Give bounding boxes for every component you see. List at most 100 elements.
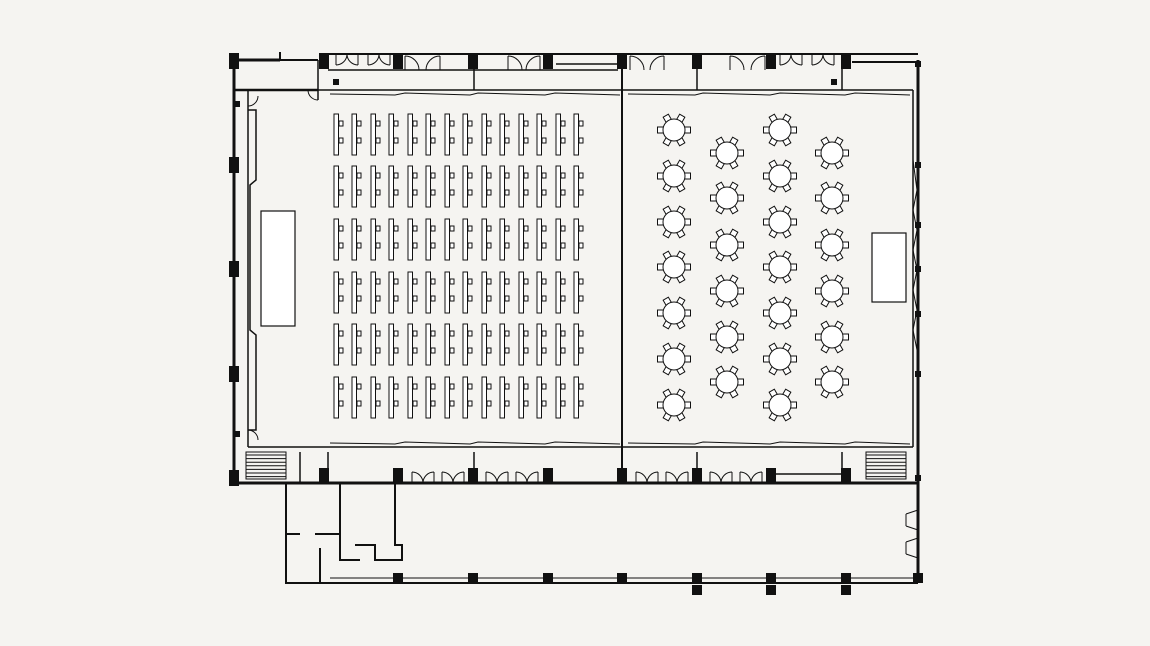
desk-icon (425, 271, 436, 314)
column-icon (543, 573, 553, 583)
desk-icon (555, 271, 566, 314)
round-table-icon (763, 296, 797, 330)
door-icon (247, 95, 259, 107)
desk-icon (499, 376, 510, 419)
desk-icon (388, 113, 399, 156)
column-icon (319, 468, 329, 484)
column-icon (617, 573, 627, 583)
desk-icon (388, 271, 399, 314)
desk-icon (462, 165, 473, 208)
desk-icon (370, 323, 381, 366)
door-icon (425, 55, 441, 71)
desk-icon (573, 165, 584, 208)
door-icon (750, 55, 766, 71)
banquet-seating (657, 113, 849, 422)
desk-icon (444, 323, 455, 366)
door-icon (649, 55, 665, 71)
door-icon (720, 471, 733, 484)
round-table-icon (710, 365, 744, 399)
desk-icon (573, 113, 584, 156)
desk-icon (407, 218, 418, 261)
partition-panels (329, 92, 911, 445)
door-icon (665, 471, 678, 484)
desk-icon (462, 271, 473, 314)
desk-icon (444, 376, 455, 419)
column-icon (229, 470, 239, 486)
round-table-icon (763, 159, 797, 193)
column-icon (766, 573, 776, 583)
round-table-icon (815, 274, 849, 308)
door-icon (750, 471, 763, 484)
desk-icon (536, 113, 547, 156)
door-icon (307, 89, 319, 101)
column-icon (229, 157, 239, 173)
desk-icon (351, 113, 362, 156)
desk-icon (536, 165, 547, 208)
desk-icon (462, 113, 473, 156)
desk-icon (351, 218, 362, 261)
round-table-icon (815, 365, 849, 399)
door-icon (822, 53, 835, 66)
round-table-icon (710, 320, 744, 354)
desk-icon (370, 376, 381, 419)
door-icon (905, 509, 919, 531)
column-icon (229, 53, 239, 69)
west-alcove (248, 109, 257, 431)
column-icon (915, 311, 921, 317)
column-icon (766, 53, 776, 69)
desk-icon (573, 218, 584, 261)
round-table-icon (815, 228, 849, 262)
desk-icon (388, 376, 399, 419)
desk-icon (573, 376, 584, 419)
round-table-icon (763, 250, 797, 284)
desk-icon (333, 271, 344, 314)
door-icon (676, 471, 689, 484)
column-icon (692, 573, 702, 583)
doors (247, 53, 919, 559)
desk-icon (388, 218, 399, 261)
round-table-icon (710, 228, 744, 262)
column-icon (766, 468, 776, 484)
desk-icon (481, 271, 492, 314)
desk-icon (555, 165, 566, 208)
door-icon (507, 55, 523, 71)
column-icon (692, 53, 702, 69)
door-icon (526, 471, 539, 484)
round-table-icon (657, 296, 691, 330)
desk-icon (481, 113, 492, 156)
column-icon (692, 585, 702, 595)
column-icon (333, 79, 339, 85)
column-icon (468, 468, 478, 484)
desk-icon (407, 271, 418, 314)
desk-icon (444, 271, 455, 314)
door-icon (525, 55, 541, 71)
desk-icon (499, 323, 510, 366)
column-icon (617, 53, 627, 69)
desk-icon (333, 376, 344, 419)
column-icon (468, 573, 478, 583)
desk-icon (370, 165, 381, 208)
column-icon (915, 475, 921, 481)
door-icon (905, 537, 919, 559)
column-icon (841, 53, 851, 69)
desk-icon (536, 218, 547, 261)
desk-icon (481, 376, 492, 419)
desk-icon (444, 113, 455, 156)
door-icon (779, 53, 792, 66)
door-icon (496, 471, 509, 484)
desk-icon (351, 271, 362, 314)
door-icon (709, 471, 722, 484)
desk-icon (425, 376, 436, 419)
desk-icon (462, 323, 473, 366)
desk-icon (425, 113, 436, 156)
column-icon (841, 468, 851, 484)
desk-icon (481, 165, 492, 208)
round-table-icon (710, 181, 744, 215)
desk-icon (555, 218, 566, 261)
desk-icon (351, 323, 362, 366)
desk-icon (462, 218, 473, 261)
column-icon (234, 101, 240, 107)
column-icon (543, 53, 553, 69)
desk-icon (370, 113, 381, 156)
